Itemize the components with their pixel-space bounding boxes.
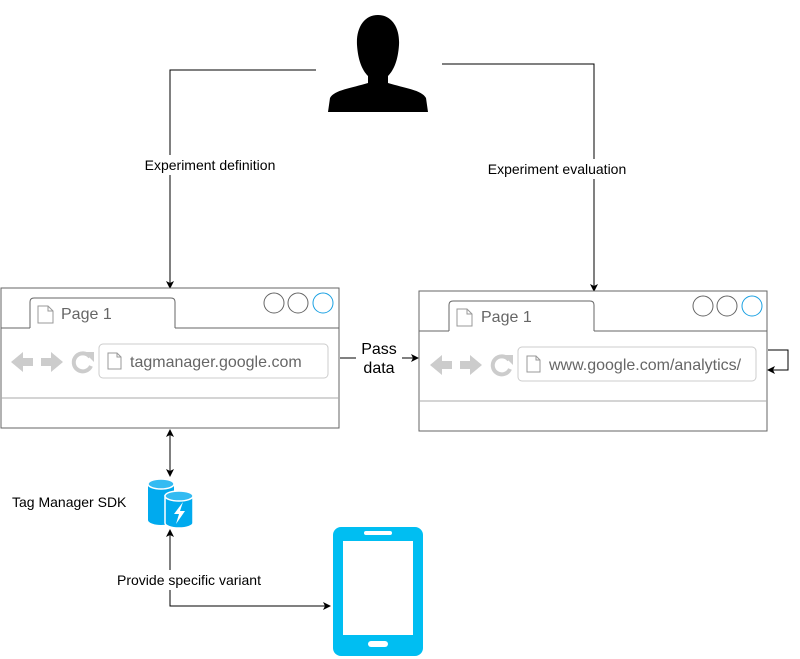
back-arrow-icon[interactable] xyxy=(11,352,33,372)
window-close-button[interactable] xyxy=(312,292,334,314)
window-minimize-button[interactable] xyxy=(692,295,714,317)
url-text: tagmanager.google.com xyxy=(130,354,302,371)
experiment-evaluation-label-bg xyxy=(474,159,640,179)
forward-arrow-icon[interactable] xyxy=(460,355,482,375)
window-minimize-button[interactable] xyxy=(263,292,285,314)
provide-specific-variant-label: Provide specific variant xyxy=(117,572,261,588)
browser-window-tagmanager: Page 1 tagmanager.google.com xyxy=(0,287,340,429)
user-icon xyxy=(328,15,428,112)
pass-data-label-line2: data xyxy=(363,360,394,377)
forward-arrow-icon[interactable] xyxy=(41,352,63,372)
provide-variant-label-bg xyxy=(104,570,276,590)
page-icon xyxy=(456,308,473,327)
pass-data-label-bg xyxy=(356,340,402,378)
reload-icon[interactable] xyxy=(71,351,94,374)
experiment-definition-connector xyxy=(166,69,316,289)
window-maximize-button[interactable] xyxy=(287,292,309,314)
smartphone-icon xyxy=(333,527,423,656)
tab-label: Page 1 xyxy=(61,306,112,323)
pass-data-label-line1: Pass xyxy=(361,341,397,358)
reload-icon[interactable] xyxy=(490,354,513,377)
sdk-database-icon xyxy=(147,478,194,529)
experiment-definition-label: Experiment definition xyxy=(145,157,276,173)
sdk-phone-connector xyxy=(166,529,331,610)
browser-tab[interactable]: Page 1 xyxy=(448,300,595,331)
url-text: www.google.com/analytics/ xyxy=(548,357,742,374)
tag-manager-sdk-label: Tag Manager SDK xyxy=(12,494,127,510)
page-icon xyxy=(37,305,54,324)
browser-window-analytics: Page 1 www.google.com/analytics/ xyxy=(418,290,768,432)
window-maximize-button[interactable] xyxy=(716,295,738,317)
address-bar[interactable]: tagmanager.google.com xyxy=(98,343,329,379)
experiment-evaluation-connector xyxy=(442,63,598,292)
address-bar[interactable]: www.google.com/analytics/ xyxy=(517,346,757,382)
page-icon xyxy=(107,352,122,370)
window-close-button[interactable] xyxy=(741,295,763,317)
self-loop-connector xyxy=(767,349,789,374)
back-arrow-icon[interactable] xyxy=(430,355,452,375)
experiment-definition-label-bg xyxy=(132,155,288,175)
page-icon xyxy=(526,355,541,373)
tab-label: Page 1 xyxy=(481,309,532,326)
experiment-evaluation-label: Experiment evaluation xyxy=(488,161,627,177)
browser-tab[interactable]: Page 1 xyxy=(29,297,176,328)
